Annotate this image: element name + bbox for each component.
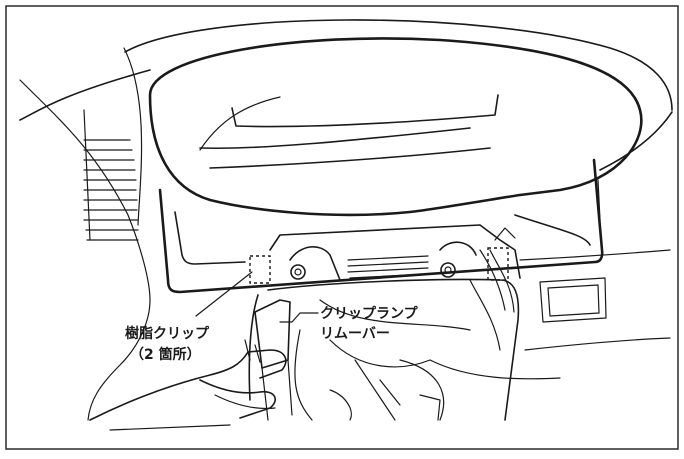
figure-frame [5, 5, 679, 450]
column-grille [347, 255, 429, 279]
air-vent [83, 109, 139, 241]
dashboard-right [429, 179, 671, 380]
screw-right [440, 262, 456, 278]
resin-clip-left-marker [249, 255, 271, 284]
steering-wheel [19, 19, 673, 217]
column-center [269, 224, 521, 281]
screw-left [290, 264, 306, 280]
hand [89, 339, 287, 431]
clip-remover-leader [279, 312, 319, 323]
wire-harness [469, 227, 516, 351]
lower-cover [248, 278, 520, 421]
resin-clip-count-label: （2 箇所） [130, 346, 201, 363]
clip-remover-label-line1: クリップランプ [320, 306, 419, 322]
clip-remover-label-line2: リムーバー [320, 326, 390, 342]
resin-clip-leader [195, 271, 253, 317]
dashboard-left [19, 47, 151, 421]
resin-clip-label: 樹脂クリップ [125, 325, 210, 342]
leader-lines [195, 271, 319, 323]
